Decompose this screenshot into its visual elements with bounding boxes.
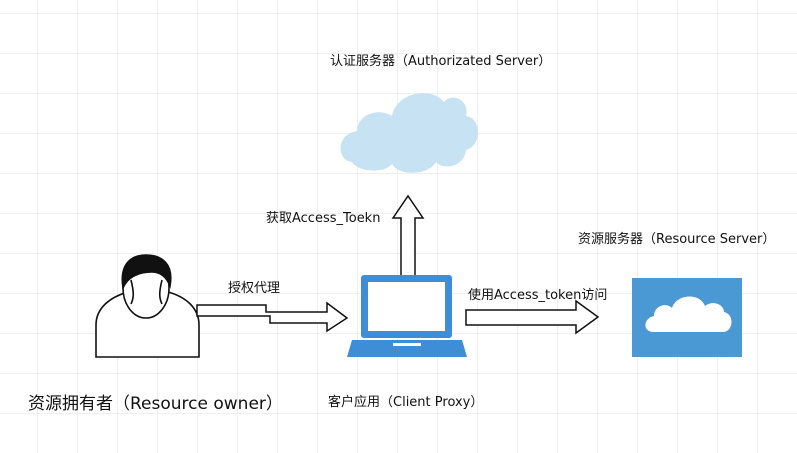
- get-token-label: 获取Access_Toekn: [266, 211, 381, 226]
- get-token-arrow: [391, 194, 425, 277]
- authorize-proxy-label: 授权代理: [228, 281, 281, 296]
- use-token-arrow: [465, 299, 600, 335]
- auth-server-label: 认证服务器（Authorizated Server）: [330, 54, 552, 69]
- laptop-icon: [347, 275, 467, 357]
- person-icon: [95, 254, 200, 358]
- authorize-arrow: [196, 301, 349, 333]
- use-token-label: 使用Access_token访问: [468, 288, 608, 303]
- cloud-box-icon: [632, 278, 742, 357]
- resource-owner-label: 资源拥有者（Resource owner）: [28, 394, 283, 414]
- client-proxy-label: 客户应用（Client Proxy）: [328, 395, 484, 410]
- resource-server-label: 资源服务器（Resource Server）: [578, 232, 776, 247]
- cloud-icon: [340, 93, 478, 173]
